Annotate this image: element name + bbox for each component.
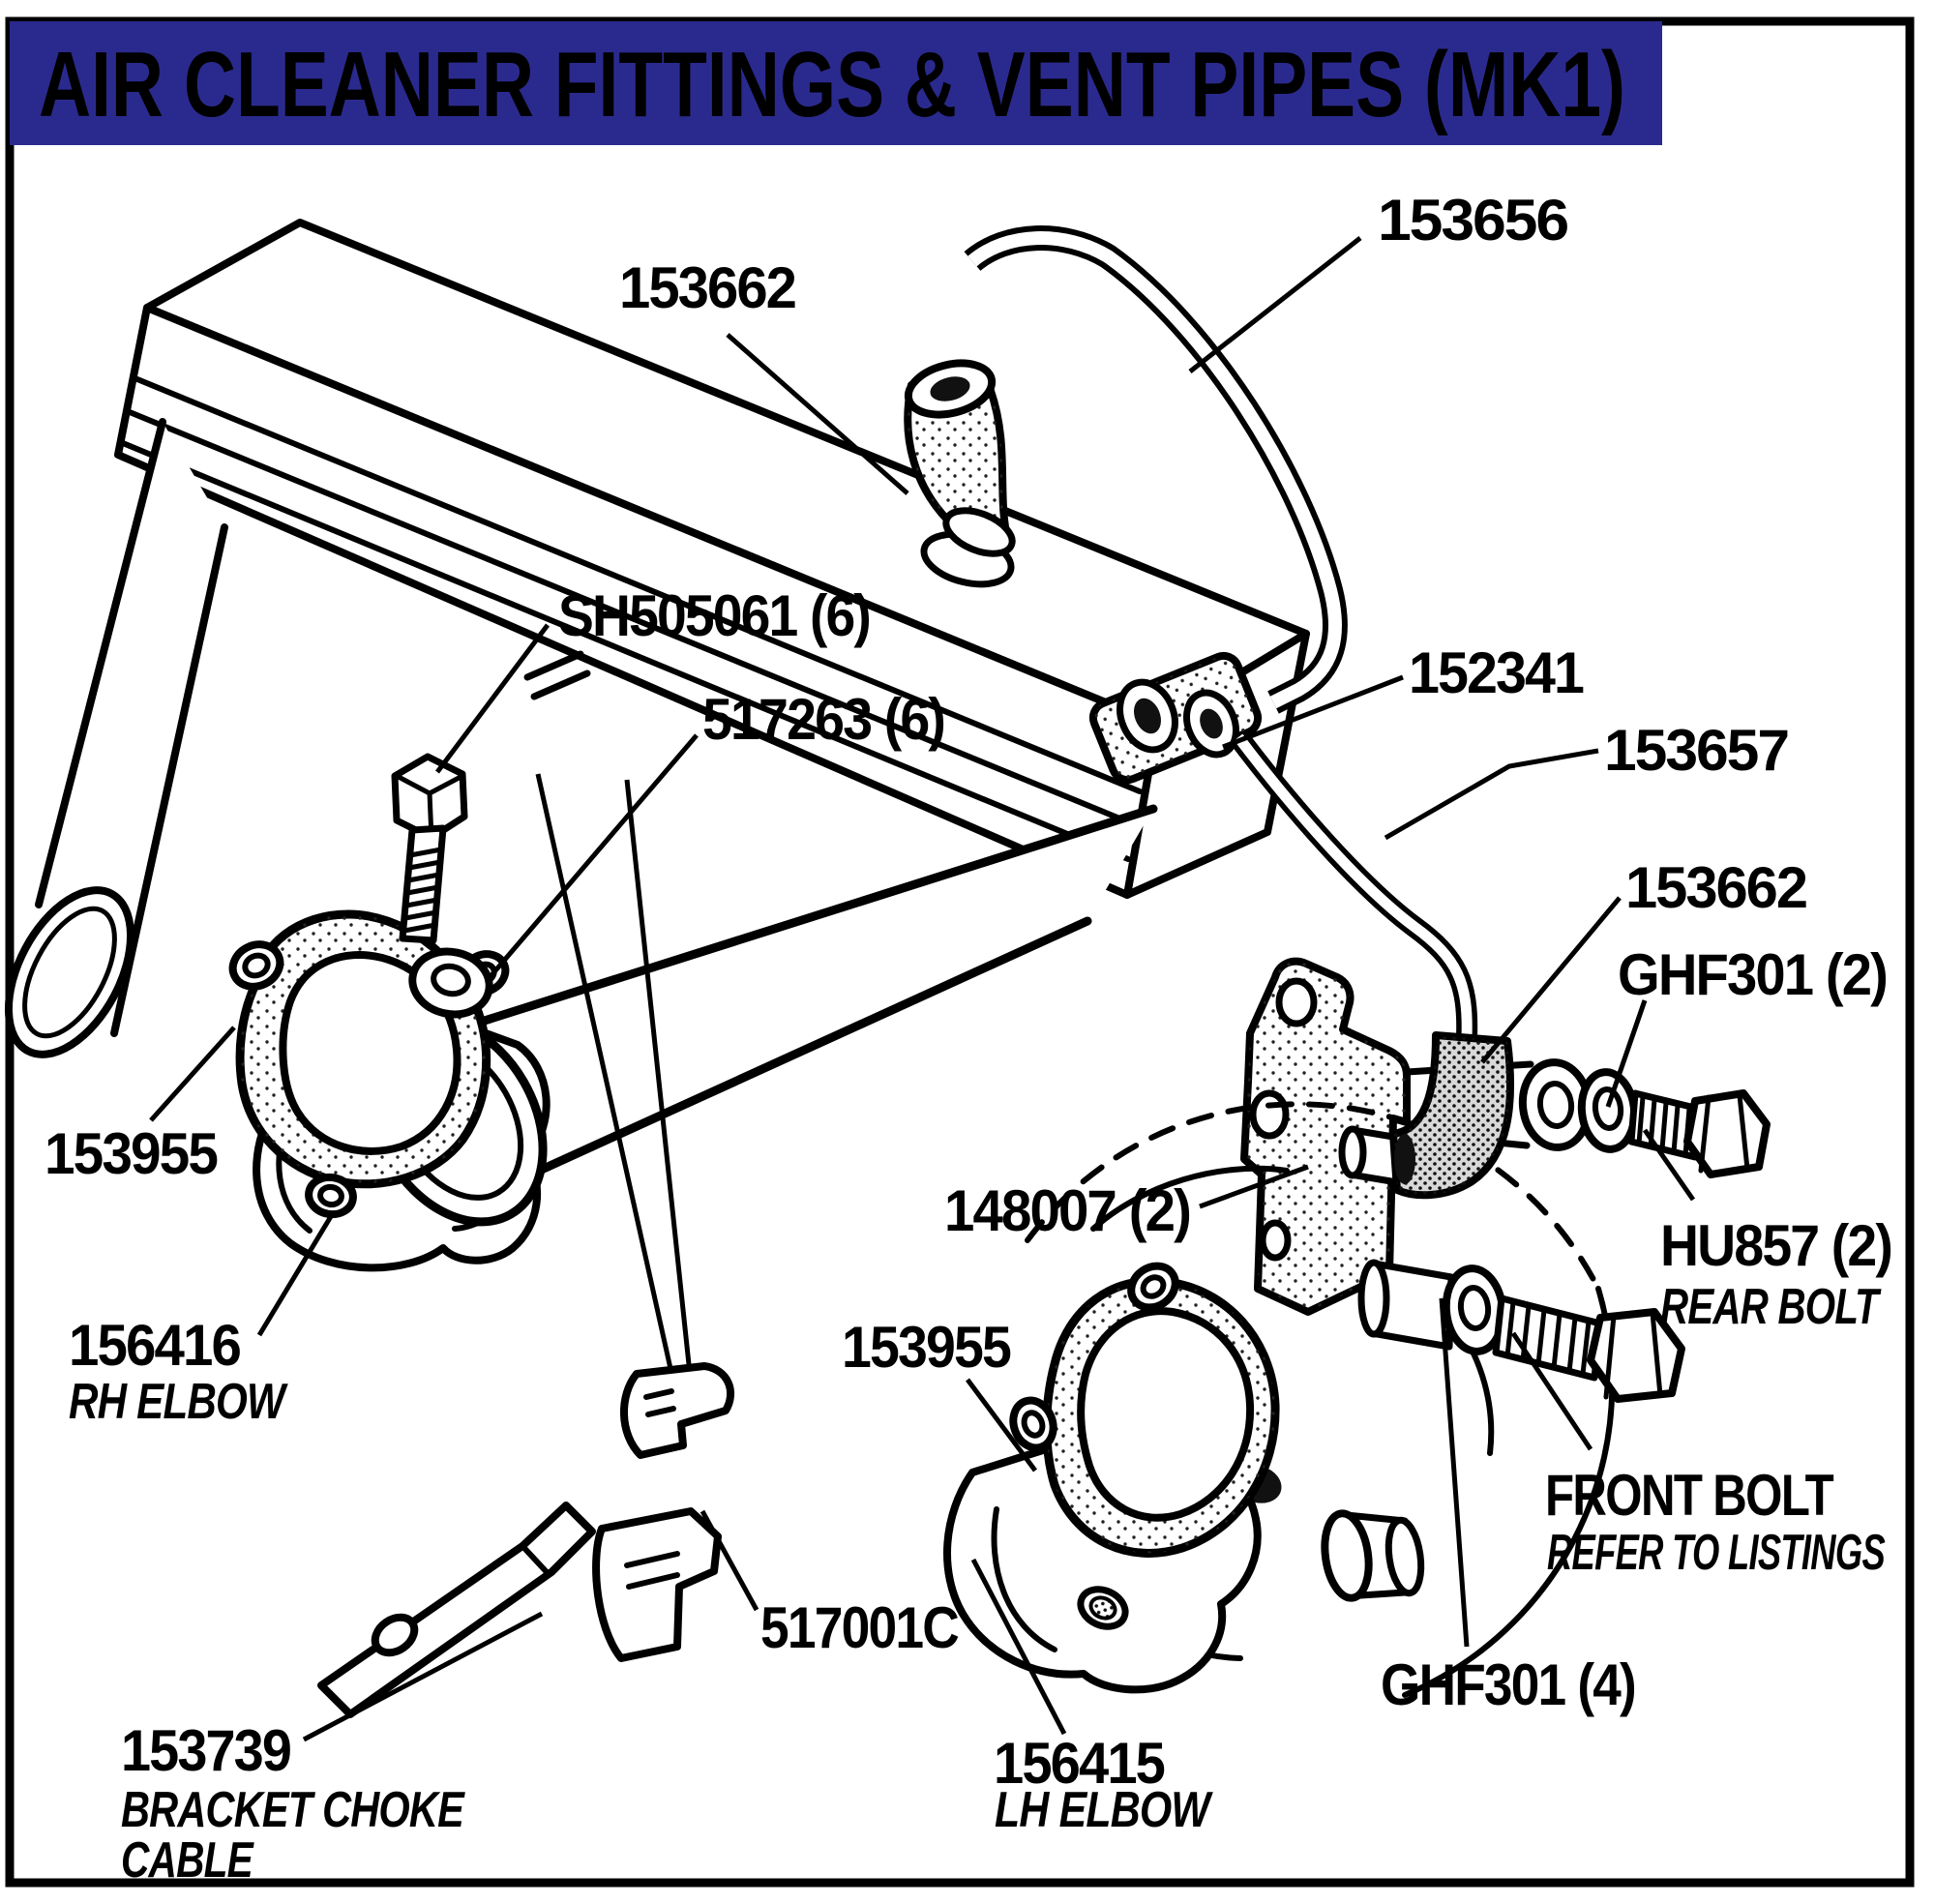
label-choke-bracket-name: BRACKET CHOKE bbox=[121, 1782, 465, 1838]
label-screw: SH505061 (6) bbox=[558, 583, 870, 648]
label-ghf301-4: GHF301 (4) bbox=[1381, 1652, 1635, 1717]
label-lh-elbow: 156415 bbox=[994, 1731, 1165, 1796]
leader-pipe-lower bbox=[1384, 748, 1599, 841]
page-title: AIR CLEANER FITTINGS & VENT PIPES (MK1) bbox=[39, 33, 1625, 136]
gasket-mid-drawing bbox=[1009, 1262, 1280, 1558]
label-washer-517263: 517263 (6) bbox=[702, 687, 944, 752]
vent-elbow-right-drawing bbox=[1338, 1031, 1515, 1200]
label-rear-bolt: HU857 (2) bbox=[1660, 1213, 1891, 1278]
leader-clip bbox=[700, 1509, 759, 1612]
washer-517263-drawing bbox=[408, 947, 493, 1019]
label-ghf301-2: GHF301 (2) bbox=[1618, 942, 1887, 1007]
label-gasket-mid: 153955 bbox=[842, 1315, 1011, 1380]
label-choke-bracket: 153739 bbox=[121, 1718, 291, 1783]
label-rear-bolt-name: REAR BOLT bbox=[1660, 1279, 1882, 1335]
leader-ghf301-2 bbox=[1605, 999, 1648, 1108]
leader-tee bbox=[1222, 674, 1404, 750]
front-bolt-drawing bbox=[1492, 1294, 1685, 1403]
label-clip: 517001C bbox=[760, 1595, 959, 1660]
tee-connector-drawing bbox=[1088, 651, 1263, 785]
leader-vent-elbow-right bbox=[1480, 896, 1622, 1064]
leader-front-bolt bbox=[1510, 1331, 1593, 1451]
rear-bolt-drawing bbox=[1627, 1089, 1771, 1178]
label-front-bolt-name: REFER TO LISTINGS bbox=[1547, 1525, 1886, 1581]
choke-bracket-drawing bbox=[317, 1502, 596, 1718]
label-vent-pipe-main: 153656 bbox=[1378, 188, 1568, 253]
label-bracket: 148007 (2) bbox=[944, 1178, 1190, 1243]
header-background bbox=[10, 21, 1662, 145]
leader-rear-bolt bbox=[1642, 1128, 1696, 1202]
leader-washer-517263 bbox=[490, 733, 699, 977]
label-vent-elbow-right: 153662 bbox=[1625, 855, 1806, 920]
label-pipe-lower: 153657 bbox=[1604, 718, 1788, 783]
header-bar: AIR CLEANER FITTINGS & VENT PIPES (MK1) bbox=[10, 21, 1662, 145]
label-rh-elbow-name: RH ELBOW bbox=[69, 1374, 288, 1430]
screw-sh505061-drawing bbox=[391, 753, 468, 944]
leader-gasket-mid bbox=[965, 1378, 1038, 1473]
leader-ghf301-4 bbox=[1439, 1297, 1470, 1648]
label-gasket-left: 153955 bbox=[45, 1121, 218, 1186]
leader-rh-elbow bbox=[256, 1211, 336, 1337]
leader-bracket bbox=[1199, 1164, 1309, 1209]
label-rh-elbow: 156416 bbox=[69, 1313, 241, 1378]
clip-position-wedge bbox=[535, 773, 696, 1402]
leader-lh-elbow bbox=[970, 1558, 1067, 1736]
leader-gasket-left bbox=[149, 1026, 236, 1122]
vent-pipe-main-drawing bbox=[964, 225, 1348, 714]
label-choke-bracket-name2: CABLE bbox=[121, 1832, 254, 1889]
vent-pipe-system bbox=[904, 225, 1515, 1200]
label-lh-elbow-name: LH ELBOW bbox=[995, 1782, 1213, 1838]
leader-screw bbox=[435, 623, 550, 774]
vent-pipe-lower-drawing bbox=[1230, 730, 1478, 1038]
leader-lines bbox=[149, 236, 1696, 1742]
leader-vent-pipe-main bbox=[1188, 236, 1362, 373]
vent-elbow-top-drawing bbox=[904, 359, 1016, 557]
label-front-bolt: FRONT BOLT bbox=[1545, 1463, 1833, 1528]
leader-vent-elbow-top bbox=[726, 333, 909, 495]
label-vent-elbow-top: 153662 bbox=[619, 255, 795, 320]
label-tee: 152341 bbox=[1409, 640, 1584, 705]
leader-choke-bracket bbox=[302, 1611, 544, 1742]
part-labels: 153662 153656 SH505061 (6) 517263 (6) 15… bbox=[45, 188, 1893, 1889]
air-cleaner-drawing bbox=[4, 219, 1310, 1222]
clip-drawing bbox=[592, 1362, 734, 1662]
